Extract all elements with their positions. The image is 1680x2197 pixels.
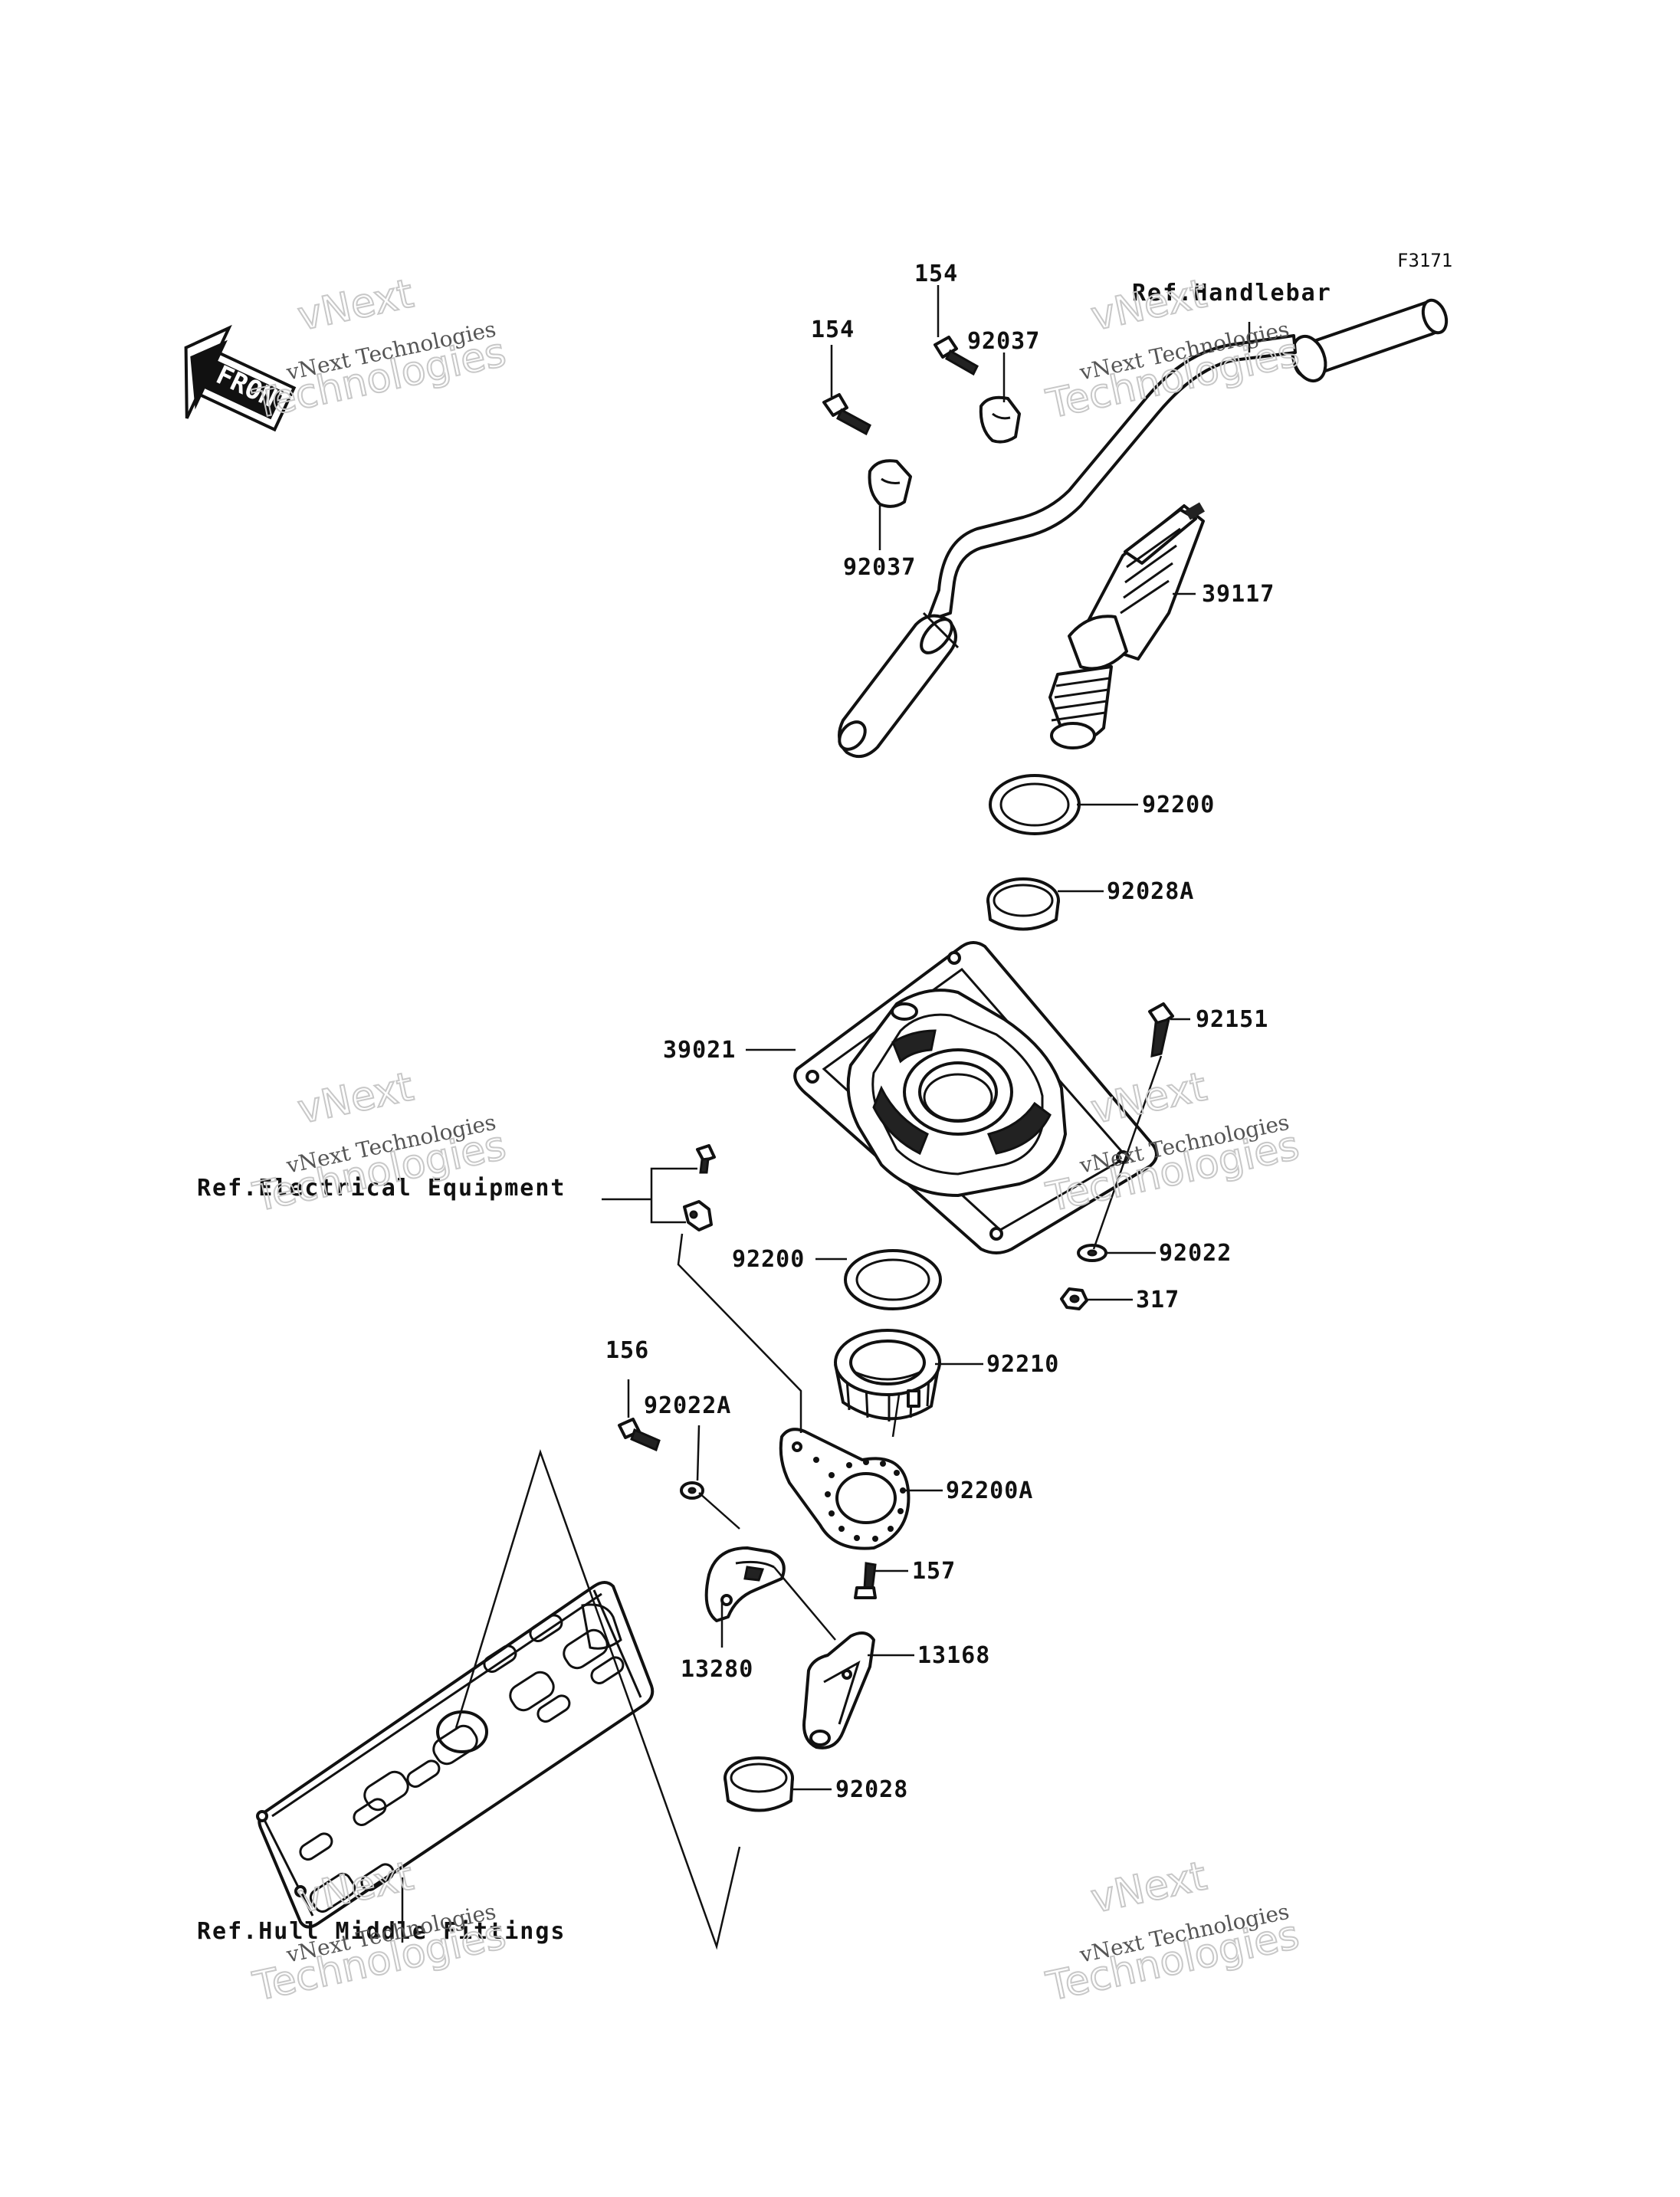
bolt-154-lower-icon xyxy=(822,393,871,436)
label-13168: 13168 xyxy=(917,1642,990,1669)
label-92037-upper: 92037 xyxy=(967,328,1040,355)
label-92028: 92028 xyxy=(835,1776,908,1803)
label-92210: 92210 xyxy=(986,1351,1059,1378)
ring-nut-92210-icon xyxy=(834,1329,941,1421)
label-154-upper: 154 xyxy=(914,261,958,287)
svg-text:vNext: vNext xyxy=(1088,271,1211,339)
washer-92022A-icon xyxy=(680,1481,704,1500)
bolt-92151-icon xyxy=(1148,1002,1174,1058)
watermark-top-left: vNext Technologies vNext Technologies xyxy=(248,270,510,428)
label-317: 317 xyxy=(1136,1287,1180,1313)
svg-text:vNext: vNext xyxy=(294,1064,418,1133)
ref-handlebar: Ref.Handlebar xyxy=(1132,280,1332,307)
washer-92022-icon xyxy=(1077,1244,1107,1262)
nut-317-icon xyxy=(1060,1287,1088,1310)
gasket-92200A-icon xyxy=(779,1428,911,1550)
handlebar-assembly xyxy=(838,298,1449,759)
screw-157-icon xyxy=(854,1562,877,1599)
label-92200A: 92200A xyxy=(946,1477,1033,1504)
steering-plate-39021-icon xyxy=(793,941,1158,1254)
lever-13168-icon xyxy=(802,1631,875,1749)
watermark-bottom-right: vNext Technologies vNext Technologies xyxy=(1042,1852,1304,2011)
collar-92028-icon xyxy=(724,1756,794,1812)
label-13280: 13280 xyxy=(681,1656,753,1683)
part-labels: 154 154 92037 92037 39117 92200 92028A 3… xyxy=(605,261,1275,1803)
svg-text:vNext: vNext xyxy=(294,271,418,339)
label-39117: 39117 xyxy=(1202,581,1275,608)
label-92151: 92151 xyxy=(1196,1006,1268,1033)
label-92022A: 92022A xyxy=(644,1392,731,1419)
ref-electrical-equipment: Ref.Electrical Equipment xyxy=(197,1175,566,1202)
label-92037-lower: 92037 xyxy=(843,554,916,581)
ref-hull-middle-fittings: Ref.Hull Middle Fittings xyxy=(197,1918,566,1945)
seal-92200-upper-icon xyxy=(989,774,1081,835)
svg-text:vNext: vNext xyxy=(1088,1064,1211,1133)
stopper-13280-icon xyxy=(704,1546,786,1622)
hull-fitting-plate-icon xyxy=(256,1581,655,1929)
clamp-92037-lower-icon xyxy=(868,459,912,508)
bolt-156-icon xyxy=(618,1418,661,1452)
label-39021: 39021 xyxy=(663,1037,736,1064)
label-92022: 92022 xyxy=(1159,1240,1232,1267)
diagram-code: F3171 xyxy=(1397,250,1452,271)
leader-lines xyxy=(401,285,1251,1950)
electrical-clip-icon xyxy=(683,1200,713,1231)
seal-92200-lower-icon xyxy=(844,1249,942,1310)
electrical-screw-icon xyxy=(696,1144,716,1174)
svg-text:vNext: vNext xyxy=(1088,1853,1211,1922)
label-92028A: 92028A xyxy=(1107,878,1194,905)
reference-labels: Ref.Handlebar Ref.Electrical Equipment R… xyxy=(197,280,1332,1945)
clamp-92037-upper-icon xyxy=(979,395,1021,444)
label-154-lower: 154 xyxy=(811,316,855,343)
label-156: 156 xyxy=(605,1337,649,1364)
label-92200-lower: 92200 xyxy=(732,1246,805,1273)
label-92200-upper: 92200 xyxy=(1142,792,1215,818)
collar-92028A-icon xyxy=(986,877,1060,931)
bolt-154-upper-icon xyxy=(934,336,979,376)
label-157: 157 xyxy=(912,1558,956,1585)
